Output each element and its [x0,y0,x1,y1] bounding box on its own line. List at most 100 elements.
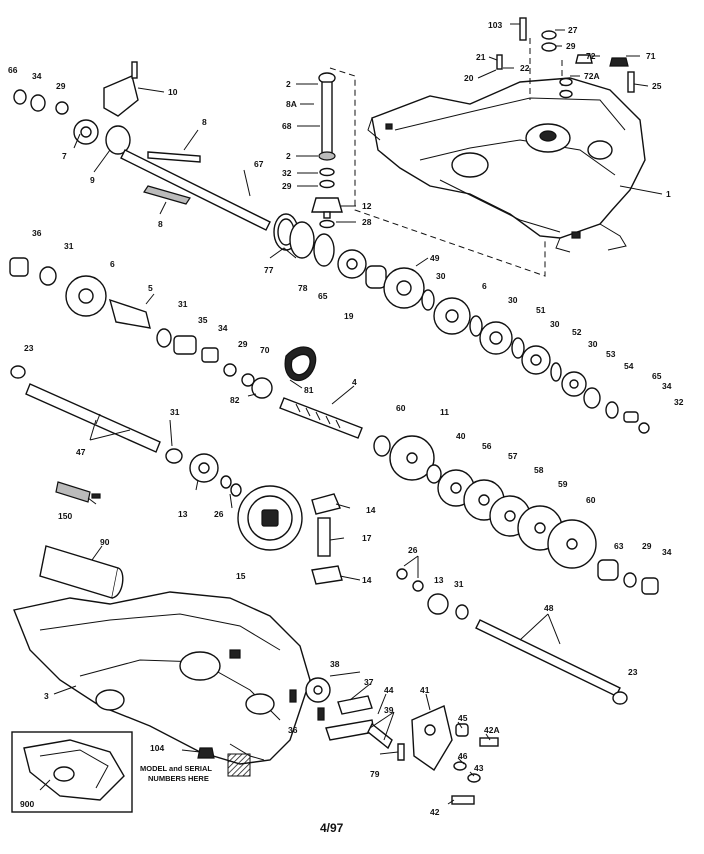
callout-30: 30 [550,319,560,329]
callout-70: 70 [260,345,270,355]
callout-25: 25 [652,81,662,91]
callout-29: 29 [56,81,66,91]
callout-77: 77 [264,265,274,275]
callout-7: 7 [62,151,67,161]
left-middle-parts [9,257,317,399]
callout-22: 22 [520,63,530,73]
callout-42: 42 [430,807,440,817]
callout-13: 13 [434,575,444,585]
part-number-callouts: 103 27 29 72 71 21 22 20 72A 25 1 66 34 … [8,20,684,817]
upper-case-housing [367,77,646,253]
callout-29: 29 [282,181,292,191]
callout-51: 51 [536,305,546,315]
callout-68: 68 [282,121,292,131]
callout-72: 72 [586,51,596,61]
callout-34: 34 [218,323,228,333]
callout-78: 78 [298,283,308,293]
callout-82: 82 [230,395,240,405]
output-gears [373,435,597,569]
callout-2: 2 [286,79,291,89]
leader-lines [39,23,663,805]
callout-8a: 8A [286,99,297,109]
callout-27: 27 [568,25,578,35]
callout-59: 59 [558,479,568,489]
callout-29: 29 [238,339,248,349]
callout-15: 15 [236,571,246,581]
callout-150: 150 [58,511,72,521]
callout-35: 35 [198,315,208,325]
callout-14: 14 [362,575,372,585]
callout-42a: 42A [484,725,500,735]
callout-60: 60 [586,495,596,505]
model-note-line1: MODEL and SERIAL [140,764,212,773]
callout-103: 103 [488,20,502,30]
callout-9: 9 [90,175,95,185]
callout-21: 21 [476,52,486,62]
assembly-inset [11,731,133,813]
callout-36: 36 [32,228,42,238]
callout-32: 32 [282,168,292,178]
callout-57: 57 [508,451,518,461]
callout-31: 31 [170,407,180,417]
callout-4: 4 [352,377,357,387]
callout-34: 34 [662,381,672,391]
callout-5: 5 [148,283,153,293]
input-shaft-stack [311,72,343,229]
callout-30: 30 [588,339,598,349]
callout-58: 58 [534,465,544,475]
callout-14: 14 [366,505,376,515]
callout-34: 34 [662,547,672,557]
callout-46: 46 [458,751,468,761]
callout-65: 65 [318,291,328,301]
callout-6: 6 [482,281,487,291]
callout-49: 49 [430,253,440,263]
lower-case-housing [13,591,311,765]
differential-gears [189,453,303,551]
callout-29: 29 [566,41,576,51]
callout-6: 6 [110,259,115,269]
callout-48: 48 [544,603,554,613]
callout-11: 11 [440,407,449,417]
callout-45: 45 [458,713,468,723]
callout-47: 47 [76,447,86,457]
left-small-parts [39,481,124,599]
shafts [10,365,363,464]
top-hardware [496,17,635,99]
callout-19: 19 [344,311,354,321]
callout-8: 8 [158,219,163,229]
footer-date: 4/97 [320,821,344,835]
callout-37: 37 [364,677,374,687]
callout-30: 30 [436,271,446,281]
model-serial-note: MODEL and SERIAL NUMBERS HERE [140,764,212,783]
callout-34: 34 [32,71,42,81]
callout-104: 104 [150,743,164,753]
callout-900: 900 [20,799,34,809]
callout-67: 67 [254,159,264,169]
callout-3: 3 [44,691,49,701]
callout-38: 38 [330,659,340,669]
callout-52: 52 [572,327,582,337]
callout-26: 26 [408,545,418,555]
callout-36: 36 [288,725,298,735]
pinions [311,493,343,585]
model-note-line2: NUMBERS HERE [148,774,209,783]
output-shaft-parts [396,559,659,705]
callout-72a: 72A [584,71,600,81]
callout-71: 71 [646,51,656,61]
callout-20: 20 [464,73,474,83]
callout-2: 2 [286,151,291,161]
callout-17: 17 [362,533,372,543]
callout-31: 31 [64,241,74,251]
callout-81: 81 [304,385,314,395]
callout-23: 23 [24,343,34,353]
upper-left-parts [13,61,271,231]
brake-linkage [197,677,499,805]
callout-12: 12 [362,201,372,211]
callout-66: 66 [8,65,18,75]
callout-30: 30 [508,295,518,305]
callout-31: 31 [178,299,188,309]
callout-53: 53 [606,349,616,359]
callout-63: 63 [614,541,624,551]
mid-washers [273,213,387,289]
callout-54: 54 [624,361,634,371]
